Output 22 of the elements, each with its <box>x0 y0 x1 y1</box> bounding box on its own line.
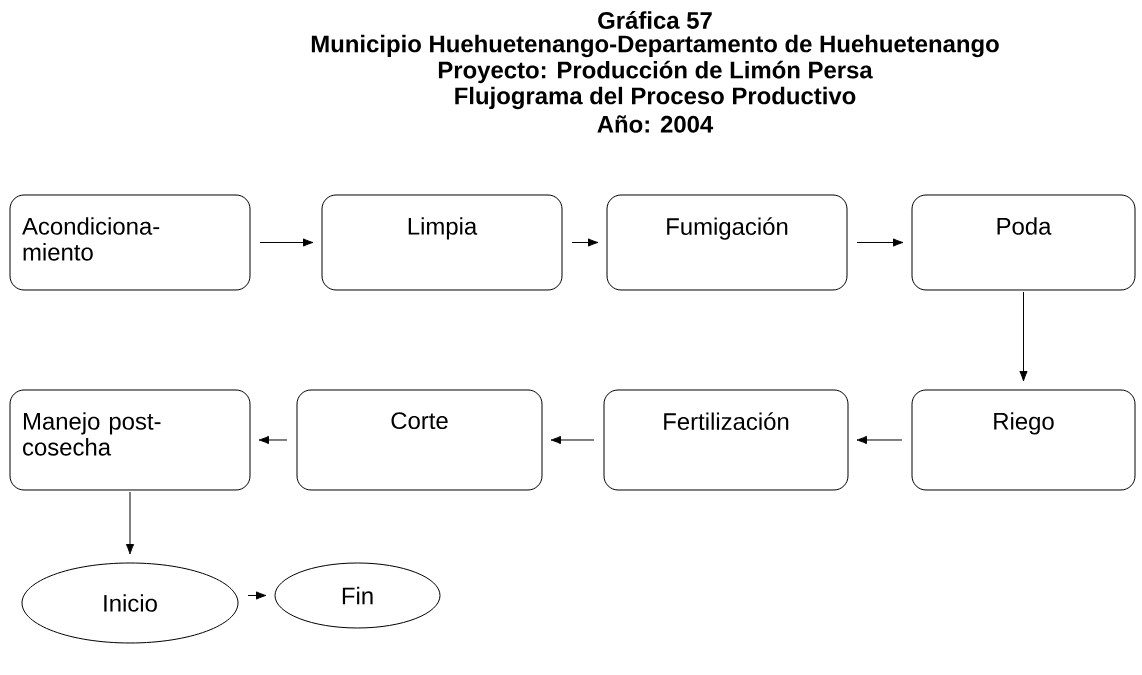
process-box: Manejo post- cosecha <box>9 389 251 491</box>
arrow <box>247 591 267 600</box>
process-box: Riego <box>911 389 1136 491</box>
process-box: Poda <box>911 194 1136 291</box>
process-box: Corte <box>296 389 543 491</box>
arrow <box>550 435 595 445</box>
arrow <box>856 238 904 247</box>
arrow <box>259 238 314 247</box>
process-box: Acondiciona- miento <box>9 194 251 291</box>
subtitle: Año: 2004 <box>597 115 714 133</box>
process-box: Fertilización <box>603 389 849 491</box>
arrow <box>856 435 903 445</box>
process-box: Limpia <box>321 194 563 291</box>
subtitle: Proyecto: Producción de Limón Persa <box>438 60 873 84</box>
arrow <box>571 238 599 247</box>
subtitle: Flujograma del Proceso Productivo <box>455 86 856 110</box>
subtitle: Municipio Huehuetenango-Departamento de Huehuetenango <box>311 34 999 58</box>
arrow <box>258 435 288 445</box>
process-box: Fumigación <box>606 194 848 291</box>
arrow <box>125 491 135 555</box>
arrow <box>1019 291 1028 382</box>
title: Gráfica 57 <box>598 11 712 29</box>
